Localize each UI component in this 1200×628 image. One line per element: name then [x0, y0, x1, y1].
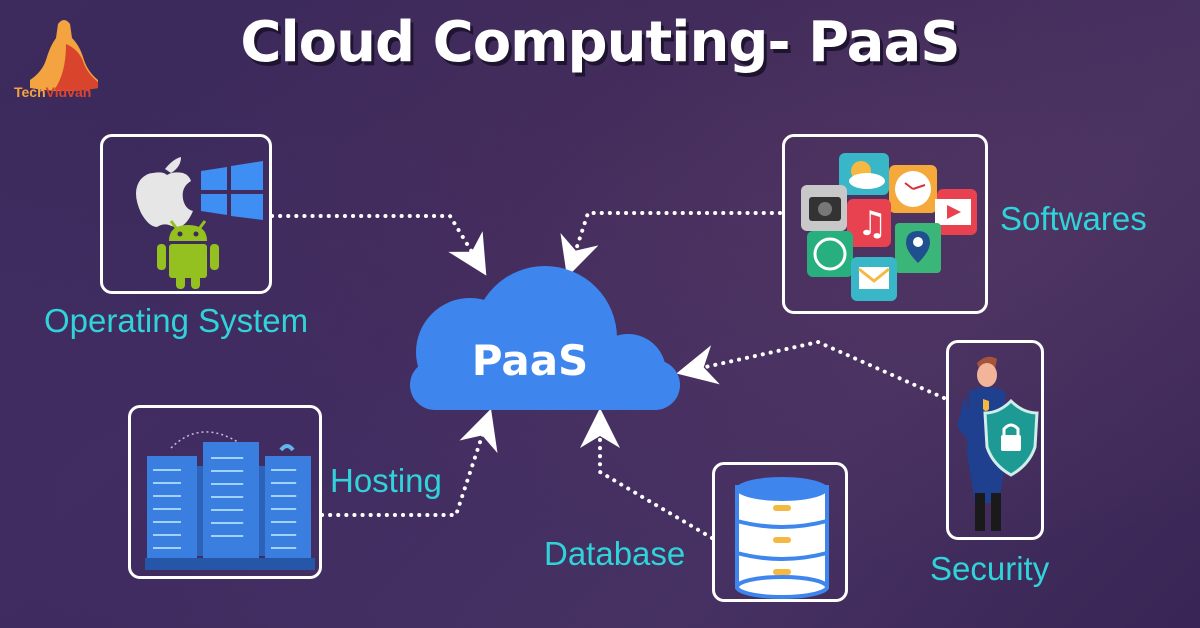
connector-database: [580, 408, 714, 540]
operating-system-label: Operating System: [44, 302, 309, 339]
paas-label: PaaS: [471, 336, 589, 385]
operating-system-box: [100, 134, 272, 294]
techvidvan-logo-icon: [30, 20, 98, 91]
hosting-box: [128, 405, 322, 579]
camera-icon: [801, 185, 847, 231]
android-icon: [157, 220, 219, 289]
database-icon: [735, 477, 829, 599]
connector-security: [676, 339, 946, 400]
apple-icon: [136, 157, 193, 227]
security-box: [946, 340, 1044, 540]
svg-text:♫: ♫: [857, 204, 887, 244]
logo-text: TechVidvan: [14, 84, 92, 100]
security-label: Security: [930, 550, 1050, 587]
phone-icon: [807, 231, 853, 277]
map-icon: [895, 223, 941, 273]
softwares-label: Softwares: [1000, 200, 1147, 237]
music-icon: ♫: [847, 199, 891, 247]
hosting-label: Hosting: [330, 462, 442, 499]
windows-icon: [201, 161, 263, 220]
clock-icon: [889, 165, 937, 213]
database-box: [712, 462, 848, 602]
shield-lock-icon: [983, 398, 1039, 477]
softwares-box: ♫: [782, 134, 988, 314]
server-rack-icon: [145, 431, 315, 570]
page-title: Cloud Computing- PaaS: [240, 10, 960, 75]
connector-softwares: [560, 211, 782, 278]
video-icon: [935, 189, 977, 235]
connector-os: [270, 214, 487, 276]
mail-icon: [851, 257, 897, 301]
weather-icon: [839, 153, 889, 195]
database-label: Database: [544, 535, 686, 572]
